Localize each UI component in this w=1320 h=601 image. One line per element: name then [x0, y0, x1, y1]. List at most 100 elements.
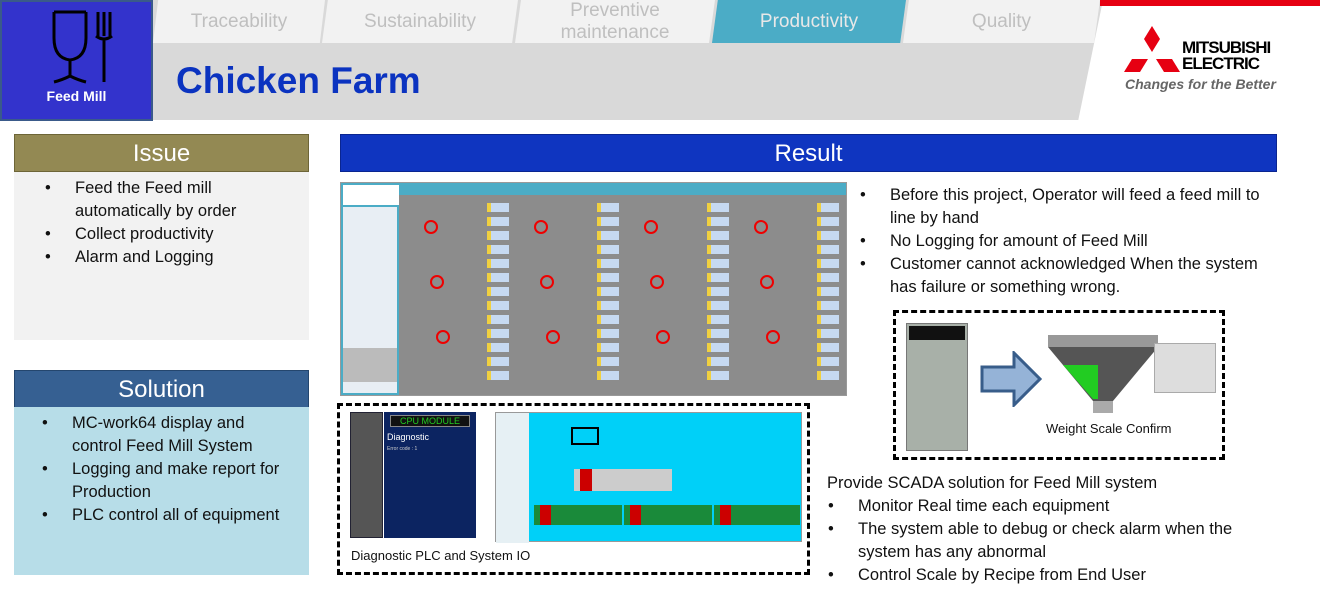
tab-productivity[interactable]: Productivity	[712, 0, 906, 43]
solution-item: PLC control all of equipment	[42, 504, 282, 527]
diagnostic-caption: Diagnostic PLC and System IO	[351, 548, 531, 563]
category-label: Feed Mill	[46, 88, 107, 104]
logo-line1: MITSUBISHI	[1182, 38, 1271, 57]
feeder-status-tile	[707, 315, 729, 324]
food-safe-glass-fork-icon	[52, 10, 113, 84]
feeder-status-tile	[487, 259, 509, 268]
plc-cpu-graphic	[350, 412, 383, 538]
feeder-status-tile	[597, 273, 619, 282]
result-point: Customer cannot acknowledged When the sy…	[860, 253, 1280, 299]
issue-item: Feed the Feed mill automatically by orde…	[45, 177, 275, 223]
feeder-status-tile	[817, 329, 839, 338]
feeder-status-tile	[597, 287, 619, 296]
scada-point: Control Scale by Recipe from End User	[828, 564, 1278, 587]
io-rack	[534, 505, 622, 525]
blocked-equipment-icon	[760, 275, 774, 289]
tab-sustainability[interactable]: Sustainability	[322, 0, 518, 43]
feeder-status-tile	[707, 259, 729, 268]
tab-label: Productivity	[759, 10, 859, 32]
category-tile-feed-mill: Feed Mill	[0, 0, 153, 121]
feeder-status-tile	[707, 245, 729, 254]
system-io-screenshot	[495, 412, 802, 543]
scada-point: The system able to debug or check alarm …	[828, 518, 1278, 564]
feeder-status-tile	[817, 301, 839, 310]
feeder-status-tile	[817, 287, 839, 296]
solution-panel: MC-work64 display and control Feed Mill …	[14, 407, 309, 575]
feeder-status-tile	[597, 245, 619, 254]
feeder-status-tile	[707, 203, 729, 212]
solution-item: MC-work64 display and control Feed Mill …	[42, 412, 282, 458]
feeder-status-tile	[487, 245, 509, 254]
issue-item: Collect productivity	[45, 223, 275, 246]
feeder-status-tile	[597, 231, 619, 240]
issue-item: Alarm and Logging	[45, 246, 275, 269]
blocked-equipment-icon	[534, 220, 548, 234]
mitsubishi-electric-logo: MITSUBISHI ELECTRIC Changes for the Bett…	[1122, 26, 1292, 96]
diagnostic-label: Diagnostic	[387, 432, 430, 442]
result-header: Result	[340, 134, 1277, 172]
scada-logo	[343, 185, 399, 205]
monitor-icon	[571, 427, 599, 445]
tab-label: Traceability	[190, 10, 288, 32]
scada-overview-screenshot	[340, 182, 847, 396]
feeder-status-tile	[487, 371, 509, 380]
feeder-status-tile	[817, 245, 839, 254]
feeder-status-tile	[487, 203, 509, 212]
feeder-status-tile	[487, 301, 509, 310]
feeder-status-tile	[597, 343, 619, 352]
scada-point: Monitor Real time each equipment	[828, 495, 1278, 518]
brand-red-bar	[1100, 0, 1320, 6]
weight-hopper-graphic	[1048, 335, 1158, 413]
feeder-status-tile	[597, 357, 619, 366]
feeder-status-tile	[817, 343, 839, 352]
io-rack	[714, 505, 800, 525]
page-title: Chicken Farm	[176, 60, 421, 101]
feeder-status-tile	[597, 301, 619, 310]
feeder-status-tile	[597, 371, 619, 380]
feeder-status-tile	[707, 329, 729, 338]
scale-control-panel-screenshot	[906, 323, 968, 451]
preset-accum-table	[1154, 343, 1216, 393]
tab-preventive-maintenance[interactable]: Preventive maintenance	[515, 0, 715, 43]
feeder-status-tile	[487, 329, 509, 338]
blocked-equipment-icon	[436, 330, 450, 344]
scale-status-display	[909, 326, 965, 340]
issue-header: Issue	[14, 134, 309, 172]
feeder-status-tile	[707, 231, 729, 240]
scada-process-area	[399, 195, 846, 395]
feeder-status-tile	[597, 315, 619, 324]
feeder-status-tile	[487, 287, 509, 296]
feeder-status-tile	[487, 231, 509, 240]
weight-scale-caption: Weight Scale Confirm	[1046, 421, 1172, 436]
tab-quality[interactable]: Quality	[903, 0, 1100, 43]
tab-label: Preventive maintenance	[560, 0, 670, 43]
diagnostic-box: CPU MODULE Diagnostic Error code : 1 Dia…	[337, 403, 810, 575]
feeder-status-tile	[817, 259, 839, 268]
feeder-status-tile	[597, 217, 619, 226]
io-rack	[624, 505, 712, 525]
silo-graphic	[343, 348, 397, 382]
blocked-equipment-icon	[754, 220, 768, 234]
feeder-status-tile	[817, 315, 839, 324]
scada-heading: Provide SCADA solution for Feed Mill sys…	[827, 474, 1158, 492]
feeder-status-tile	[487, 217, 509, 226]
issue-panel: Feed the Feed mill automatically by orde…	[14, 172, 309, 340]
io-sidebar	[496, 413, 529, 543]
blocked-equipment-icon	[430, 275, 444, 289]
feeder-status-tile	[817, 203, 839, 212]
logo-tagline: Changes for the Better	[1125, 76, 1276, 92]
feeder-status-tile	[487, 357, 509, 366]
tab-traceability[interactable]: Traceability	[153, 0, 325, 43]
blocked-equipment-icon	[644, 220, 658, 234]
feeder-status-tile	[707, 287, 729, 296]
result-point: Before this project, Operator will feed …	[860, 184, 1280, 230]
cpu-module-title: CPU MODULE	[390, 415, 470, 427]
blocked-equipment-icon	[650, 275, 664, 289]
feeder-status-tile	[817, 357, 839, 366]
blocked-equipment-icon	[546, 330, 560, 344]
feeder-status-tile	[707, 217, 729, 226]
feeder-status-tile	[597, 329, 619, 338]
main-plc-rack	[574, 469, 672, 491]
error-code: Error code : 1	[387, 446, 418, 452]
cpu-module-panel: CPU MODULE Diagnostic Error code : 1	[384, 412, 476, 538]
